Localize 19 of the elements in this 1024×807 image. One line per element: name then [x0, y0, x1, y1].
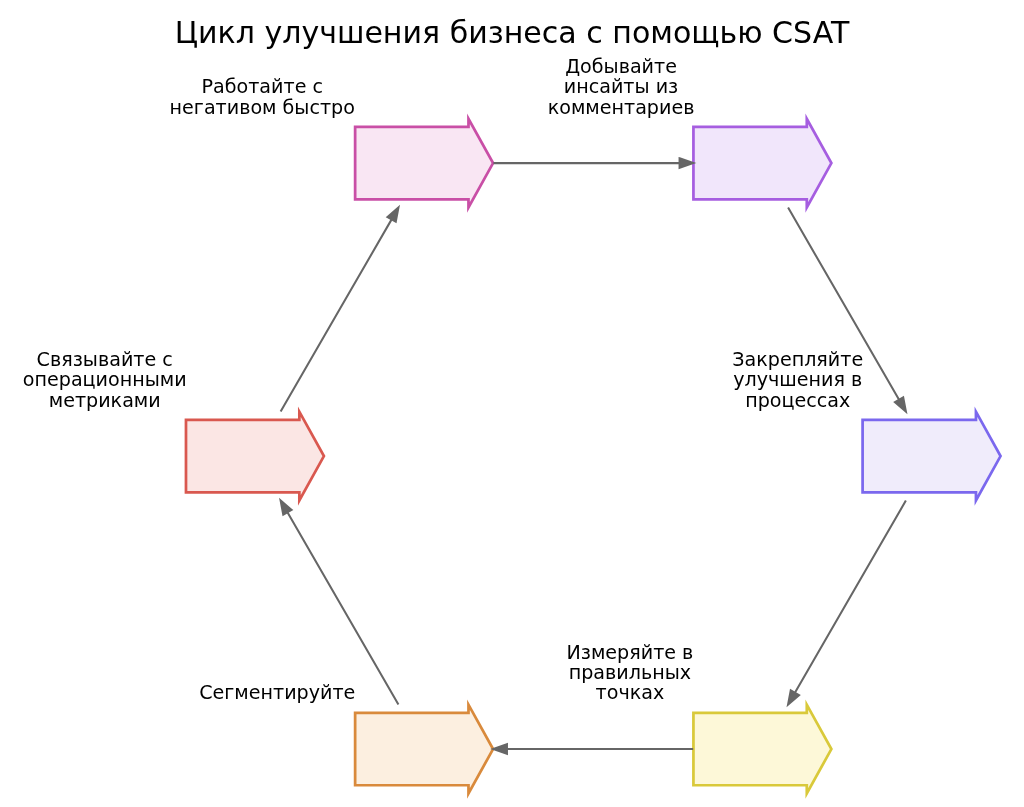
arrow: [786, 500, 907, 708]
node-label: Закрепляйте улучшения в процессах: [732, 347, 864, 412]
node-arrow: [861, 406, 1003, 506]
diagram-title: Цикл улучшения бизнеса с помощью CSAT: [174, 15, 850, 51]
arrow: [493, 156, 697, 170]
node-label: Измеряйте в правильных точках: [566, 640, 694, 705]
node-arrow: [353, 699, 495, 799]
arrow: [490, 742, 694, 756]
arrow: [787, 207, 908, 415]
node-label: Связывайте с операционными метриками: [22, 347, 187, 412]
node-label: Работайте с негативом быстро: [169, 75, 355, 119]
node-label: Добывайте инсайты из комментариев: [547, 54, 695, 119]
arrow: [279, 204, 400, 413]
node-arrow: [692, 113, 833, 213]
node-arrow: [692, 699, 833, 799]
node-arrow: [184, 406, 326, 506]
node-arrow: [353, 113, 495, 213]
node-label: Сегментируйте: [199, 681, 356, 705]
arrow: [279, 497, 400, 706]
